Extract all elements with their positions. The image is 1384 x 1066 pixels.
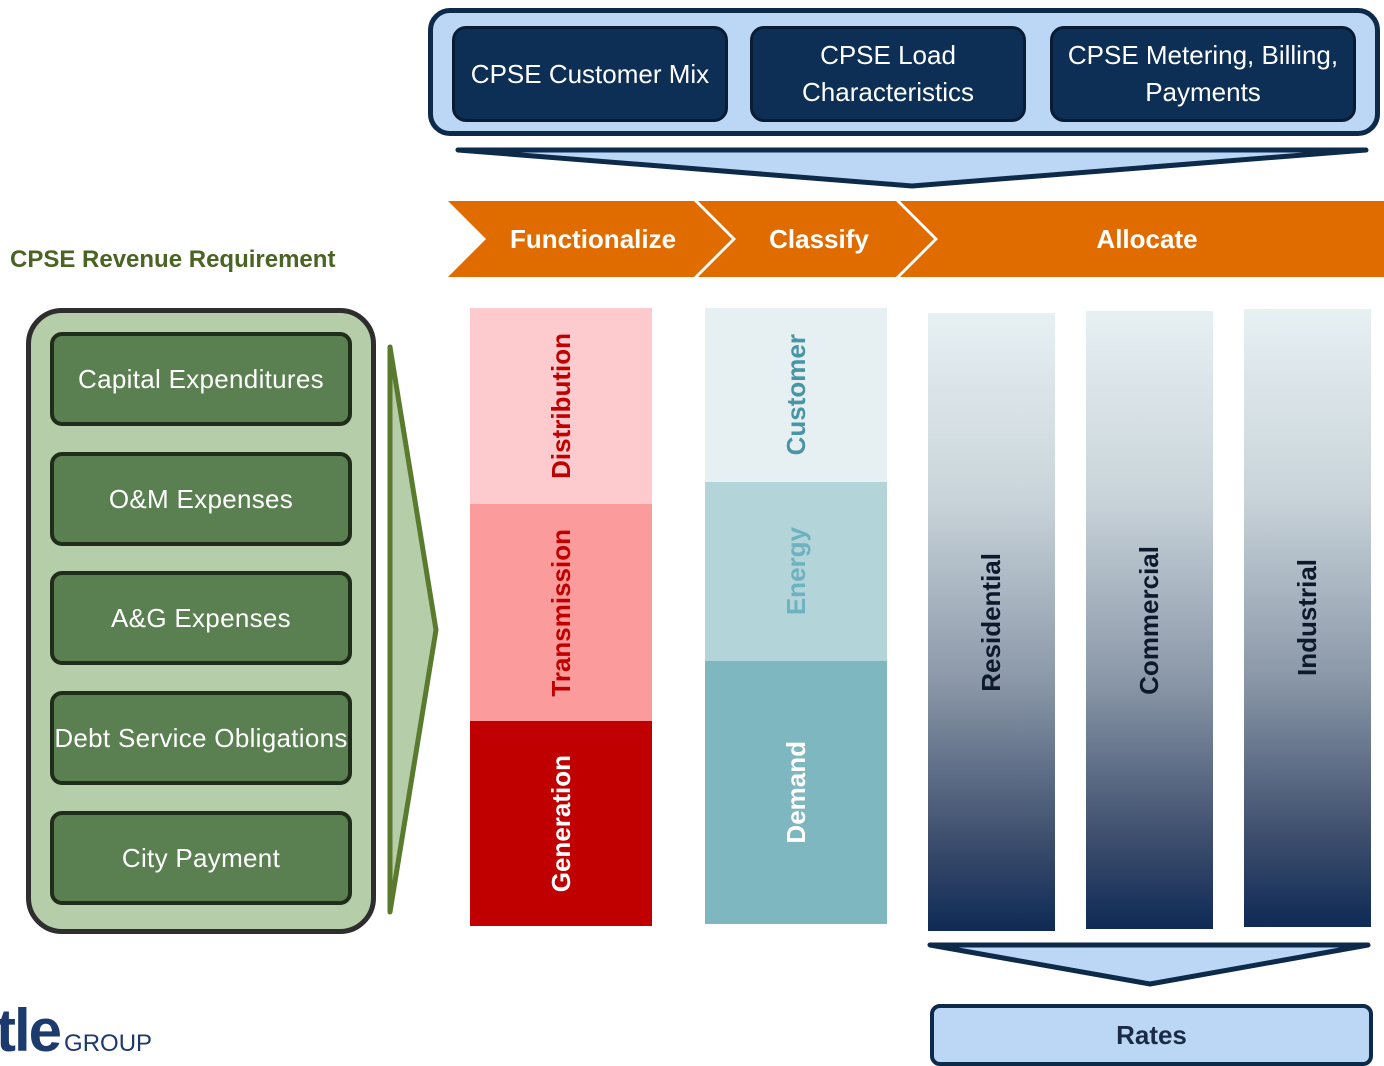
customer-class-commercial: Commercial (1086, 311, 1213, 929)
rates-box: Rates (930, 1004, 1373, 1066)
logo-suffix: GROUP (64, 1030, 153, 1057)
function-transmission: Transmission (470, 504, 652, 721)
function-generation: Generation (470, 721, 652, 926)
function-label: Transmission (545, 528, 576, 697)
customer-class-label: Residential (976, 552, 1006, 692)
customer-class-residential: Residential (928, 313, 1055, 931)
step-classify: Classify (769, 224, 869, 254)
chevron-allocate (900, 201, 1384, 277)
input-metering-billing: CPSE Metering, Billing, Payments (1050, 26, 1356, 122)
function-label: Generation (545, 754, 576, 893)
logo-fragment: tle (0, 997, 62, 1064)
revenue-item: City Payment (50, 811, 352, 905)
classification-label: Energy (780, 527, 811, 616)
classification-label: Demand (780, 741, 811, 844)
classification-label: Customer (780, 334, 811, 456)
customer-class-industrial: Industrial (1244, 309, 1371, 927)
class-energy: Energy (705, 482, 887, 661)
inputs-down-arrow (455, 147, 1369, 189)
revenue-item: Debt Service Obligations (50, 691, 352, 785)
chevron-functionalize (448, 201, 732, 277)
revenue-requirement-title: CPSE Revenue Requirement (10, 246, 336, 273)
input-load-characteristics: CPSE Load Characteristics (750, 26, 1026, 122)
class-demand: Demand (705, 661, 887, 924)
function-distribution: Distribution (470, 308, 652, 504)
input-customer-mix: CPSE Customer Mix (452, 26, 728, 122)
class-customer: Customer (705, 308, 887, 482)
step-allocate: Allocate (1096, 224, 1198, 254)
chevron-classify (698, 201, 934, 277)
rates-down-arrow (927, 942, 1371, 987)
function-label: Distribution (545, 333, 576, 479)
customer-class-label: Industrial (1292, 559, 1322, 677)
revenue-right-arrow (387, 344, 439, 915)
step-functionalize: Functionalize (509, 224, 677, 254)
revenue-item: A&G Expenses (50, 571, 352, 665)
customer-class-label: Commercial (1134, 545, 1164, 695)
revenue-item: O&M Expenses (50, 452, 352, 546)
revenue-item: Capital Expenditures (50, 332, 352, 426)
